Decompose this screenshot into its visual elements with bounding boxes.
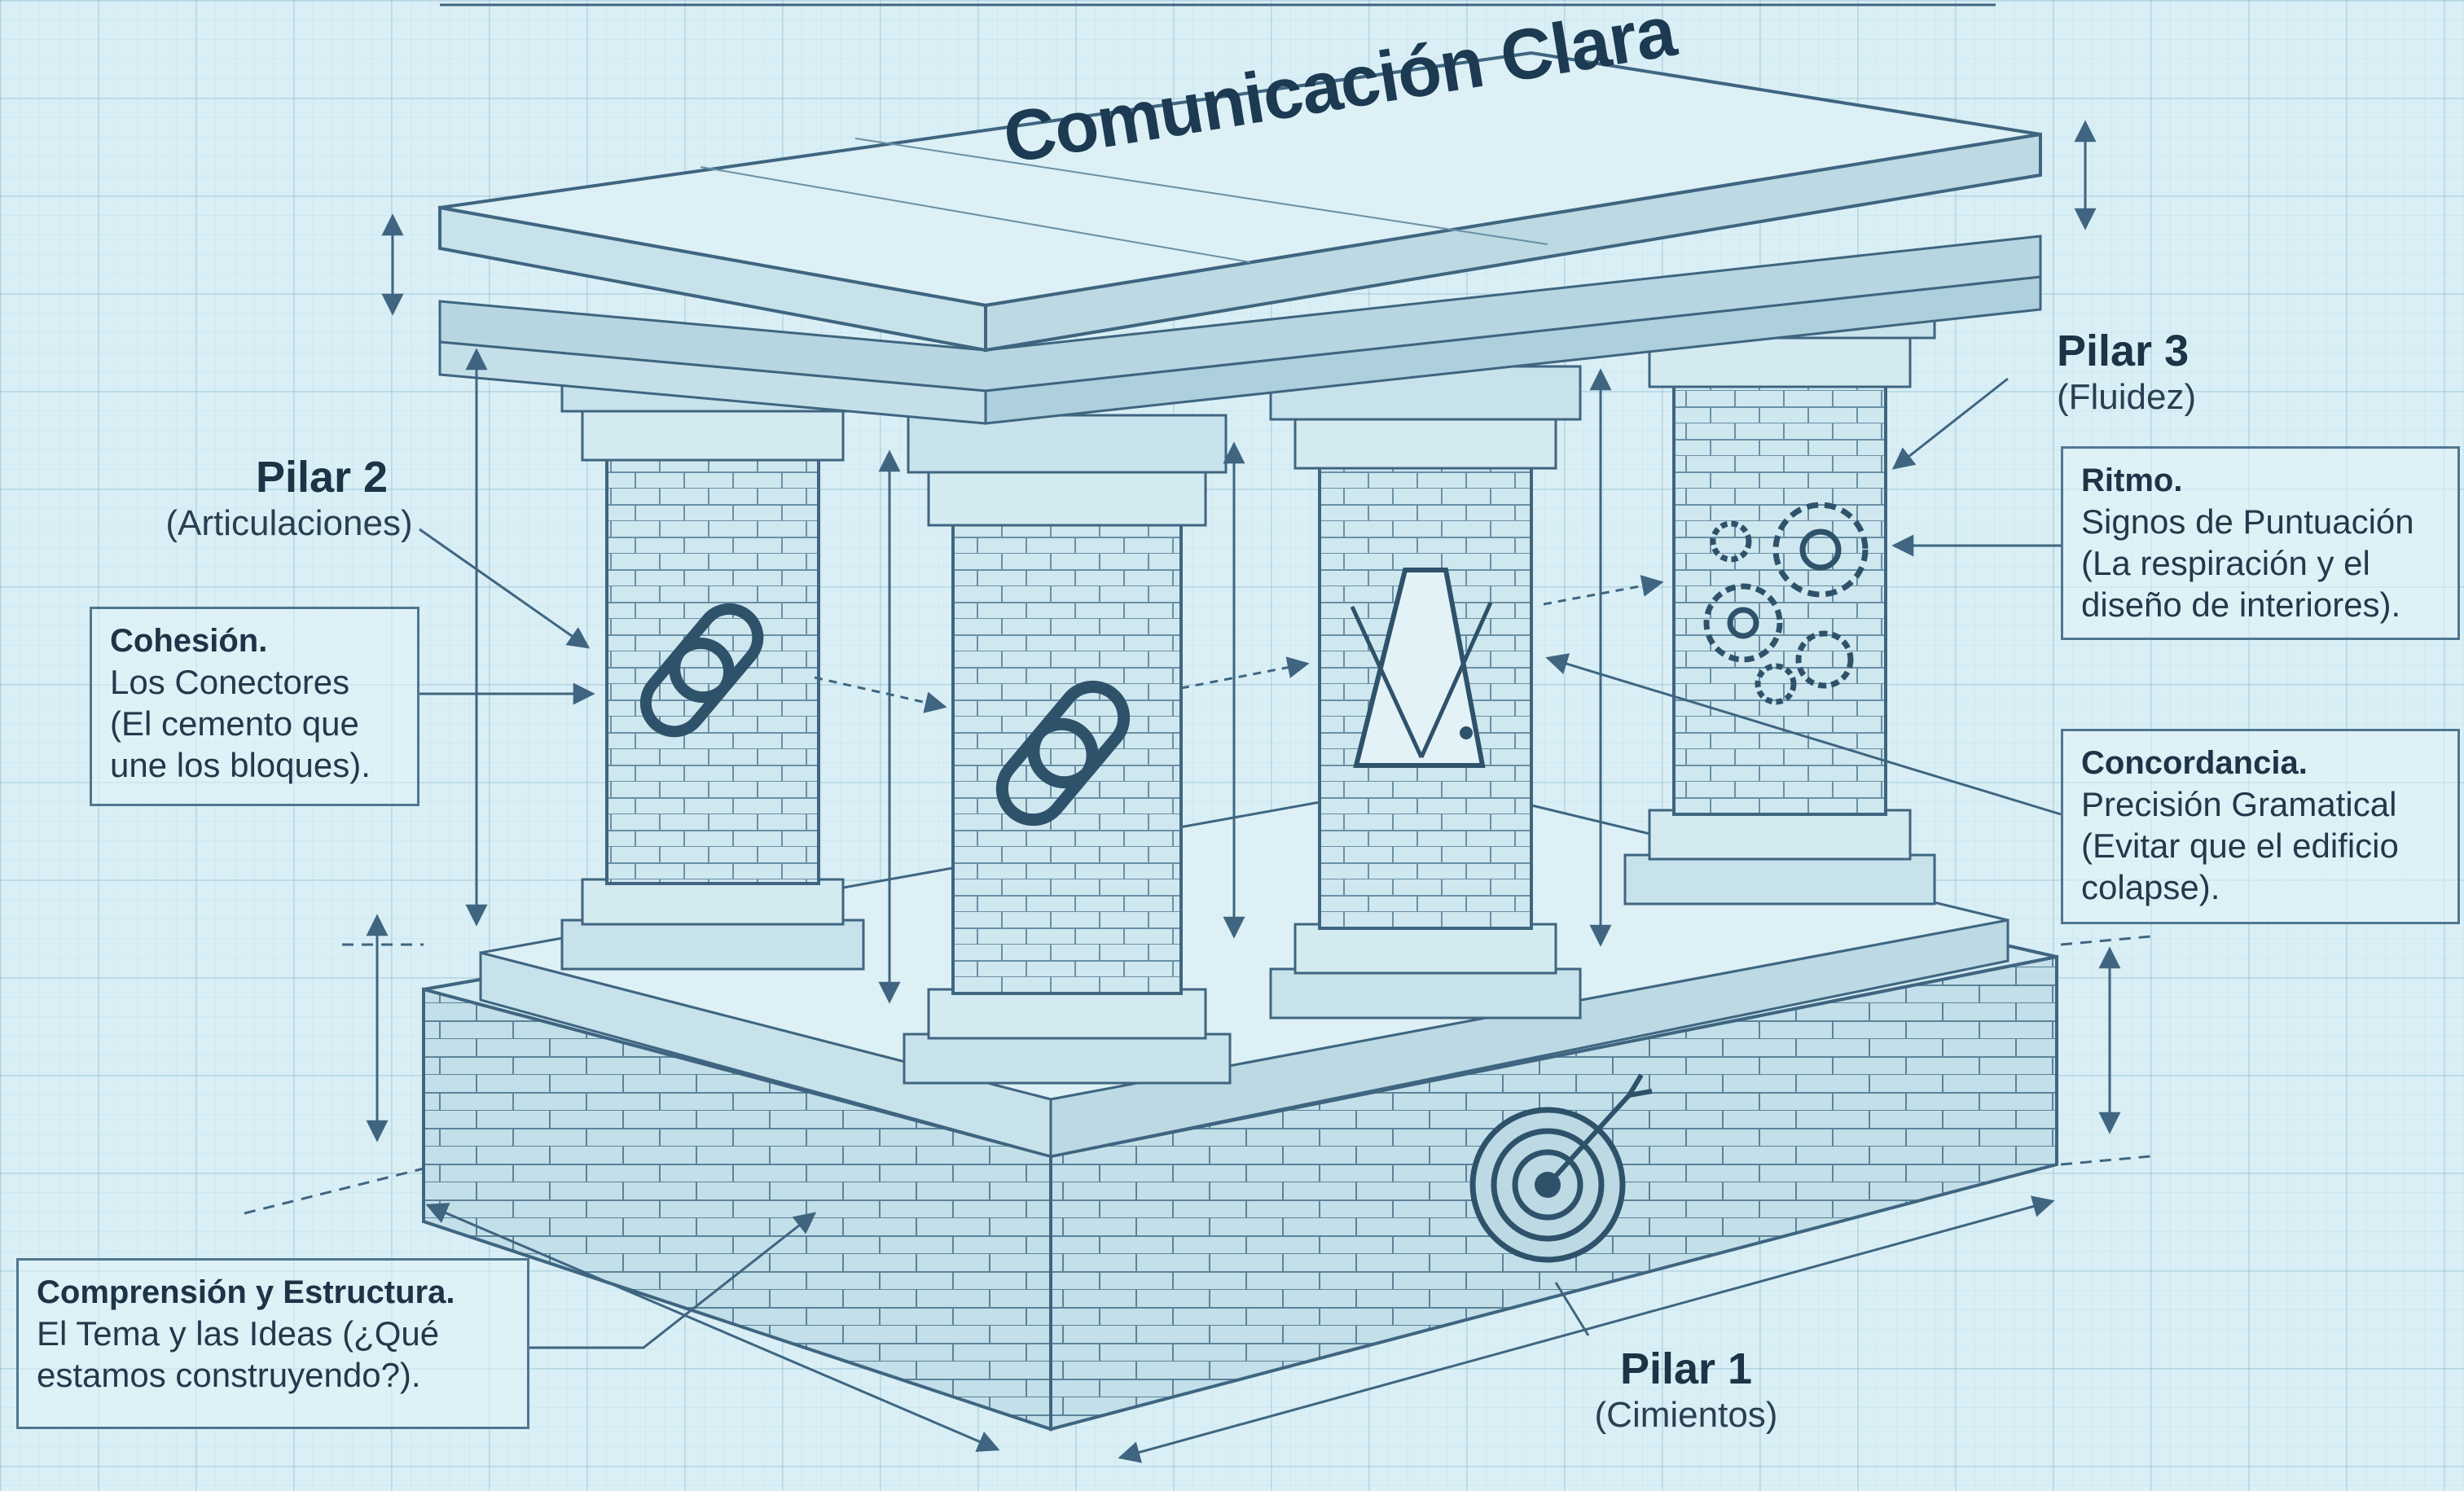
leader-lines — [419, 377, 2062, 1349]
pillar-2-subtitle: (Articulaciones) — [165, 503, 413, 543]
callout-line: Signos de Puntuación — [2081, 502, 2414, 541]
callout-line: El Tema y las Ideas (¿Qué — [37, 1314, 440, 1353]
callout-line: colapse). — [2081, 868, 2220, 906]
column-2 — [903, 414, 1232, 1085]
ritmo-callout: Ritmo. Signos de Puntuación (La respirac… — [2061, 446, 2460, 640]
callout-title: Comprensión y Estructura. — [37, 1274, 455, 1310]
pillar-3-name: Pilar 3 — [2057, 327, 2189, 375]
pillar-1-label: Pilar 1 (Cimientos) — [1580, 1344, 1792, 1436]
metronome-icon — [1350, 568, 1493, 768]
pillar-3-subtitle: (Fluidez) — [2057, 377, 2197, 417]
chain-link-icon — [995, 680, 1131, 827]
column-4 — [1623, 283, 1936, 906]
callout-line: (El cemento que — [110, 704, 359, 743]
cohesion-callout: Cohesión. Los Conectores (El cemento que… — [90, 607, 419, 806]
callout-line: Precisión Gramatical — [2081, 785, 2397, 823]
callout-title: Cohesión. — [110, 623, 268, 659]
dimension-lines — [244, 120, 2151, 1463]
pillar-3-label: Pilar 3 (Fluidez) — [2057, 326, 2196, 419]
column-1 — [560, 357, 865, 971]
callout-line: diseño de interiores). — [2081, 585, 2401, 624]
callout-title: Ritmo. — [2081, 463, 2183, 498]
gears-icon — [1703, 502, 1869, 705]
callout-line: (La respiración y el — [2081, 544, 2370, 582]
roof-slab — [438, 50, 2042, 425]
chain-link-icon — [639, 603, 764, 738]
pillar-1-name: Pilar 1 — [1619, 1344, 1753, 1393]
pillar-2-name: Pilar 2 — [255, 453, 389, 502]
callout-title: Concordancia. — [2081, 745, 2308, 781]
pillar-2-label: Pilar 2 (Articulaciones) — [165, 452, 456, 545]
concordancia-callout: Concordancia. Precisión Gramatical (Evit… — [2061, 729, 2460, 924]
callout-line: une los bloques). — [110, 746, 371, 784]
callout-line: Los Conectores — [110, 663, 350, 701]
callout-line: (Evitar que el edificio — [2081, 827, 2399, 865]
callout-line: estamos construyendo?). — [37, 1356, 421, 1394]
pillar-1-subtitle: (Cimientos) — [1594, 1395, 1778, 1435]
comprension-callout: Comprensión y Estructura. El Tema y las … — [16, 1258, 529, 1429]
